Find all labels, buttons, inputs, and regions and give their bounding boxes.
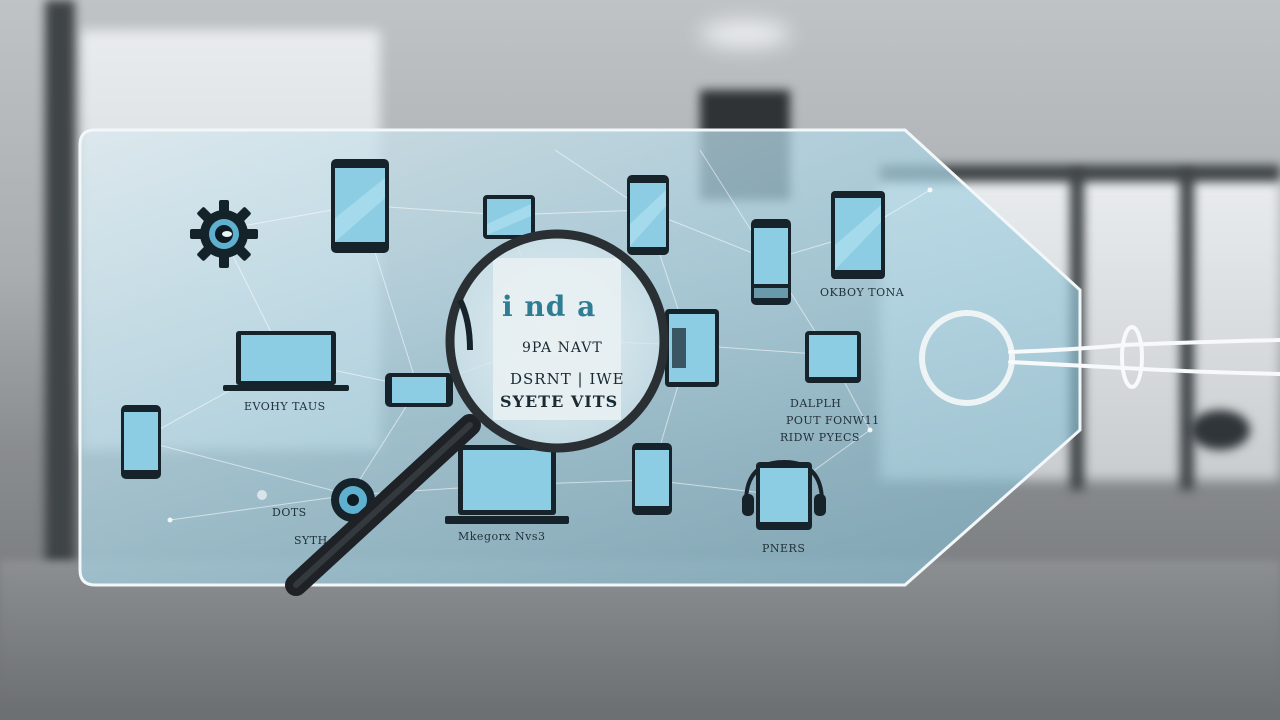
lens-line-2: DSRNT | IWE <box>510 370 625 388</box>
label-bottom-right: PNERS <box>762 542 806 555</box>
tablet-icon <box>482 194 536 240</box>
laptop-icon <box>444 444 570 526</box>
label-laptop-left: EVOHY TAUS <box>244 400 326 413</box>
label-right-3: RIDW PYECS <box>780 431 860 444</box>
window-frame-left <box>45 0 75 600</box>
ceiling-light <box>700 20 790 48</box>
floor <box>0 560 1280 720</box>
smartphone-icon <box>631 442 673 516</box>
lens-line-3: SYETE VITS <box>500 392 619 411</box>
window-frame-right2 <box>1180 170 1194 490</box>
lens-line-1: 9PA NAVT <box>522 340 603 356</box>
smartphone-icon <box>750 218 792 306</box>
window-frame-top <box>880 165 1280 181</box>
tablet-headphones-icon <box>740 458 828 532</box>
label-bottom-left: DOTS <box>272 506 307 519</box>
magnifier-rim <box>445 229 669 453</box>
label-top-right: OKBOY TONA <box>820 286 905 299</box>
smartphone-landscape-icon <box>384 372 454 408</box>
tablet-icon <box>804 330 862 384</box>
tag-string <box>1008 325 1280 389</box>
label-bottom-center: Mkegorx Nvs3 <box>458 530 546 543</box>
smartphone-icon <box>120 404 162 480</box>
lens-headline: i nd a <box>502 290 597 323</box>
tablet-icon <box>830 190 886 280</box>
gear-icon <box>186 196 262 272</box>
smartphone-icon <box>330 158 390 254</box>
laptop-icon <box>222 330 350 392</box>
background-chair <box>1190 410 1250 450</box>
smartphone-icon <box>626 174 670 256</box>
tablet-icon <box>664 308 720 388</box>
label-right-2: POUT FONW11 <box>786 414 880 427</box>
label-right-1: DALPLH <box>790 397 842 410</box>
tag-ring <box>919 310 1015 406</box>
